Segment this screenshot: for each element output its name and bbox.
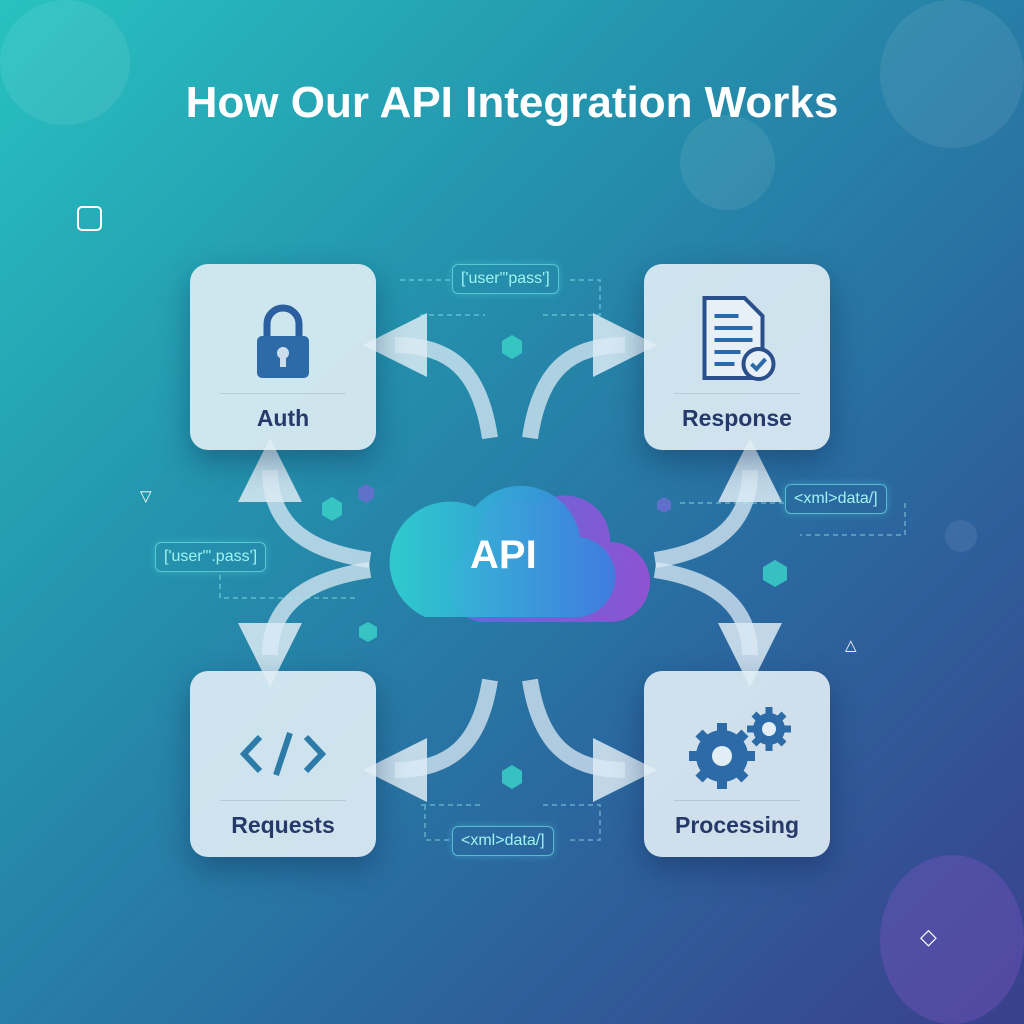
- code-icon: [239, 732, 327, 776]
- gears-icon: [689, 707, 791, 789]
- diamond-decor-icon: ◇: [920, 924, 937, 949]
- divider: [220, 393, 346, 394]
- card-label: Response: [682, 405, 792, 431]
- arrow-to-response-side: [653, 438, 782, 568]
- arrow-to-processing-side: [653, 562, 782, 687]
- bg-circle: [880, 855, 1024, 1024]
- bg-circle: [945, 520, 977, 552]
- tag-bottom-xml: <xml>data/]: [452, 826, 554, 856]
- bg-circle: [0, 0, 130, 125]
- api-label: API: [470, 533, 537, 577]
- divider: [674, 393, 800, 394]
- arrow-to-auth-top: [363, 313, 498, 440]
- tag-left-credentials: ['user"'.pass']: [155, 542, 267, 572]
- arrow-to-response-top: [522, 313, 657, 440]
- document-check-icon: [702, 296, 776, 381]
- card-response[interactable]: Response: [644, 264, 830, 450]
- divider: [674, 800, 800, 801]
- arrow-to-requests-bottom: [363, 678, 498, 802]
- card-requests[interactable]: Requests: [190, 671, 376, 857]
- bg-circle: [680, 115, 775, 210]
- arrow-to-auth-side: [238, 438, 372, 568]
- card-label: Auth: [256, 405, 310, 431]
- triangle-up-decor-icon: △: [845, 637, 857, 654]
- page-title: How Our API Integration Works: [185, 78, 839, 127]
- card-processing[interactable]: Processing: [644, 671, 830, 857]
- lock-icon: [257, 304, 309, 378]
- triangle-down-decor-icon: ▽: [140, 488, 152, 505]
- card-label: Requests: [231, 812, 335, 838]
- bg-circle: [880, 0, 1024, 148]
- divider: [220, 800, 346, 801]
- card-auth[interactable]: Auth: [190, 264, 376, 450]
- square-decor-icon: [77, 206, 102, 231]
- arrow-to-processing-bottom: [522, 678, 657, 802]
- card-label: Processing: [675, 812, 799, 838]
- arrow-to-requests-side: [238, 562, 372, 687]
- tag-top-credentials: ['user"'pass']: [452, 264, 559, 294]
- api-cloud-icon: [389, 485, 650, 622]
- tag-right-xml: <xml>data/]: [785, 484, 887, 514]
